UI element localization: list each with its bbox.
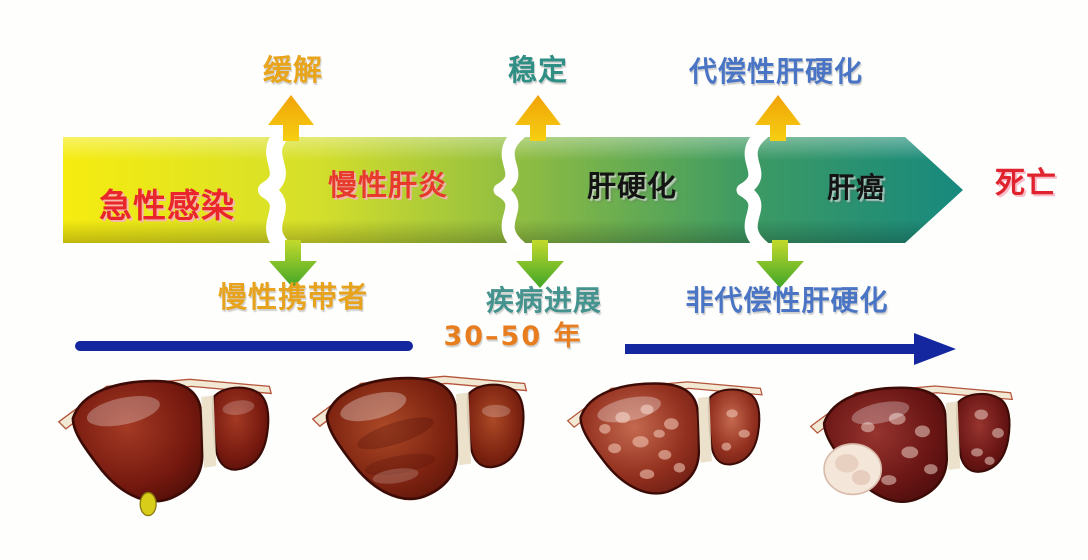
gallbladder-icon bbox=[139, 491, 157, 517]
label-compensated-cirrhosis: 代偿性肝硬化 bbox=[688, 55, 864, 88]
label-disease-progression: 疾病进展 bbox=[485, 284, 603, 317]
down-arrow-icon bbox=[756, 240, 804, 288]
down-arrow-icon bbox=[516, 240, 564, 288]
stage-divider-icon bbox=[258, 122, 294, 258]
down-arrow-icon bbox=[269, 240, 317, 288]
timeline-arrowhead-icon bbox=[914, 333, 956, 365]
tumor-mass-icon bbox=[823, 443, 883, 496]
up-arrow-icon bbox=[268, 95, 314, 141]
up-arrow-icon bbox=[515, 95, 561, 141]
stage-label-liver-cancer: 肝癌 bbox=[826, 171, 886, 204]
stage-divider-icon bbox=[736, 126, 770, 254]
label-duration-30-50-years: 30–50 年 bbox=[443, 321, 583, 352]
label-decompensated-cirrhosis: 非代偿性肝硬化 bbox=[685, 284, 889, 317]
progression-band bbox=[63, 122, 963, 258]
stage-label-chronic-hepatitis: 慢性肝炎 bbox=[327, 168, 449, 202]
cancer-nodules bbox=[861, 409, 1004, 486]
liver-cancer-liver-icon bbox=[810, 385, 1013, 503]
cirrhotic-liver-icon bbox=[567, 381, 763, 495]
stage-label-acute-infection: 急性感染 bbox=[99, 186, 235, 225]
up-arrow-icon bbox=[755, 95, 801, 141]
label-chronic-carrier: 慢性携带者 bbox=[217, 280, 369, 314]
stage-divider-icon bbox=[493, 126, 527, 254]
label-stable: 稳定 bbox=[507, 53, 569, 87]
label-remission: 缓解 bbox=[262, 53, 324, 87]
chronic-hepatitis-liver-icon bbox=[312, 375, 528, 501]
timeline bbox=[75, 333, 956, 365]
cirrhosis-nodules bbox=[599, 404, 750, 480]
normal-liver-icon bbox=[58, 378, 272, 517]
stage-label-cirrhosis: 肝硬化 bbox=[586, 169, 678, 203]
progression-band-shading bbox=[63, 137, 963, 243]
label-death: 死亡 bbox=[995, 166, 1057, 201]
